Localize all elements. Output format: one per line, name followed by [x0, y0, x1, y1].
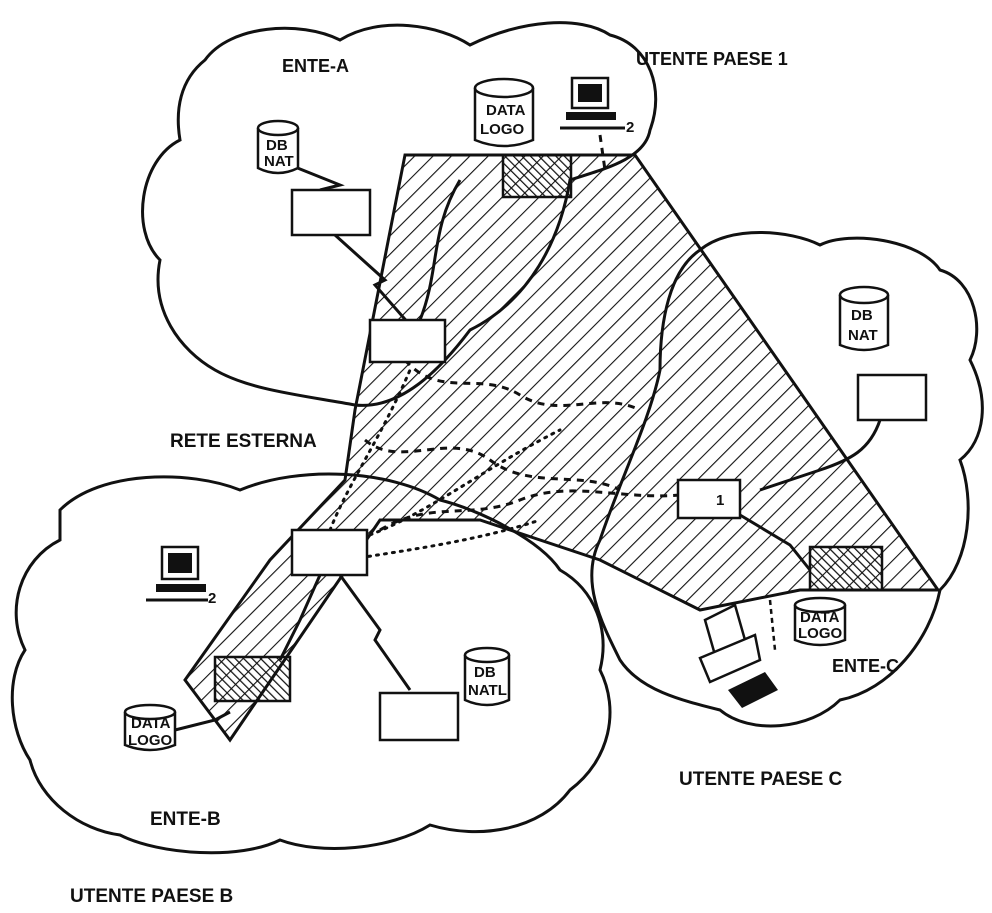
database-icon: DB NAT	[838, 285, 890, 352]
database-icon: DB NATL	[463, 646, 511, 707]
gateway-c	[808, 545, 884, 592]
dashed-link	[403, 359, 641, 412]
label-utente-paese-a: UTENTE PAESE 1	[636, 49, 788, 69]
link-b-db	[174, 710, 231, 732]
database-icon: DATA LOGO	[793, 596, 847, 647]
link-a-db-to-box	[289, 163, 345, 192]
db-label: DB	[474, 664, 496, 681]
dotted-link	[328, 368, 412, 532]
label-utente-paese-b: UTENTE PAESE B	[70, 886, 233, 907]
node-box-a-lower	[368, 318, 447, 364]
db-label: NATL	[468, 682, 507, 699]
dotted-link	[343, 518, 542, 562]
db-label: LOGO	[798, 625, 842, 642]
node-box-b-lower	[378, 691, 460, 742]
link-b-node-to-box	[338, 574, 412, 691]
link-a-box-to-node	[333, 233, 412, 326]
link-a-node-up	[418, 179, 462, 321]
db-label: DATA	[800, 609, 840, 626]
workstation-icon	[698, 599, 778, 708]
dashed-link	[379, 489, 681, 532]
db-label: LOGO	[480, 121, 524, 138]
node-mark: 1	[716, 492, 724, 509]
label-utente-paese-c: UTENTE PAESE C	[679, 769, 843, 790]
link-b-node-to-gateway	[278, 574, 322, 661]
db-label: DB	[851, 307, 873, 324]
db-label: DATA	[131, 715, 171, 732]
db-label: NAT	[264, 153, 294, 170]
dashed-link	[364, 438, 621, 492]
database-icon: DB NAT	[256, 119, 300, 175]
database-icon: DATA LOGO	[473, 77, 535, 148]
terminal-mark: 2	[626, 119, 634, 136]
gateway-a	[501, 153, 573, 199]
node-box-a-upper	[290, 188, 372, 237]
db-label: LOGO	[128, 732, 172, 749]
link-terminal-a	[598, 134, 607, 171]
label-ente-c: ENTE-C	[832, 656, 899, 676]
node-box-c	[856, 373, 928, 422]
link-c-node-to-gateway	[739, 513, 812, 571]
label-ente-b: ENTE-B	[150, 809, 221, 830]
database-icon: DATA LOGO	[123, 703, 177, 752]
external-network-area	[183, 153, 941, 743]
db-label: NAT	[848, 327, 878, 344]
node-box-b-upper	[290, 528, 369, 577]
terminal-icon: 2	[560, 76, 634, 136]
label-ente-a: ENTE-A	[282, 56, 349, 76]
db-label: DB	[266, 137, 288, 154]
link-c-box-to-node	[759, 419, 882, 492]
terminal-icon: 2	[146, 545, 216, 607]
label-rete-esterna: RETE ESTERNA	[170, 431, 317, 452]
node-box-center-right	[676, 478, 742, 520]
dotted-link	[353, 428, 562, 542]
db-label: DATA	[486, 102, 526, 119]
terminal-mark: 2	[208, 590, 216, 607]
gateway-b	[213, 655, 292, 703]
